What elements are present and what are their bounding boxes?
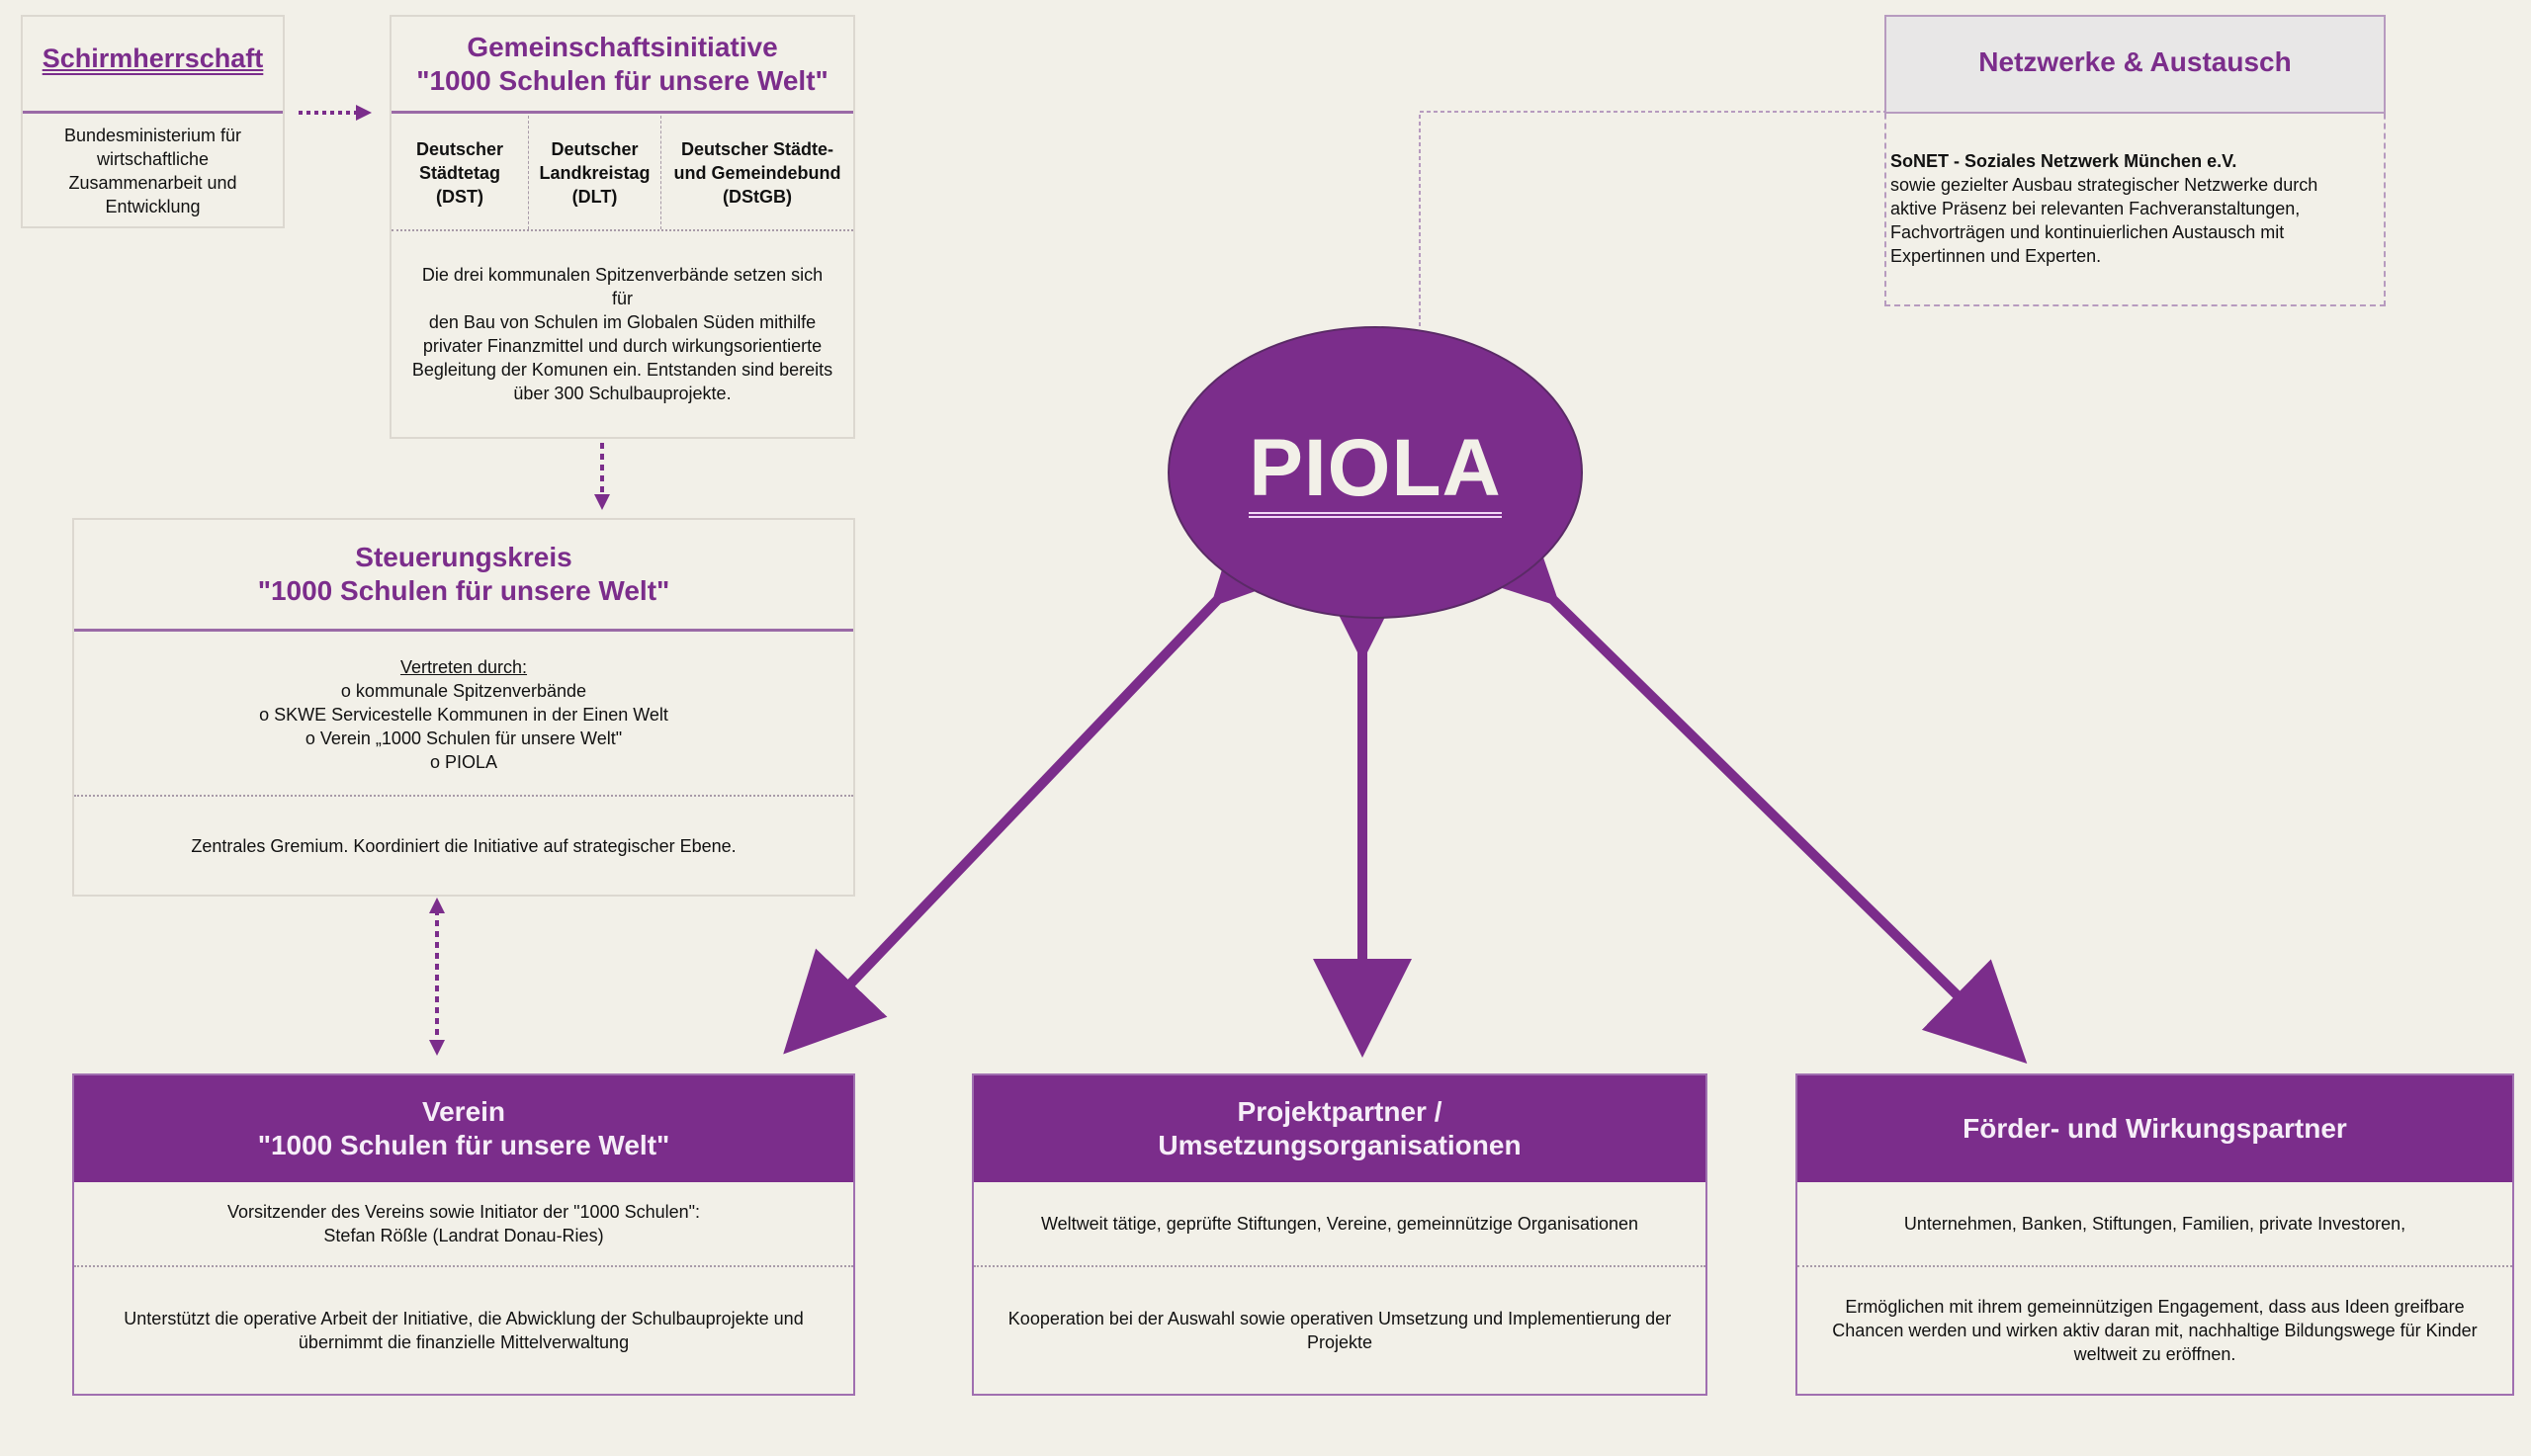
body-line: Unterstützt die operative Arbeit der Ini… — [124, 1309, 804, 1328]
body-line: wirtschaftliche — [96, 149, 210, 169]
represented-label: Vertreten durch: — [399, 657, 528, 677]
gemeinschaft-box: Gemeinschaftsinitiative "1000 Schulen fü… — [390, 15, 855, 439]
verein-section-1: Vorsitzender des Vereins sowie Initiator… — [74, 1182, 853, 1265]
member-line: Städtetag — [418, 162, 500, 183]
verein-header: Verein "1000 Schulen für unsere Welt" — [74, 1075, 853, 1182]
member-line: (DStGB) — [723, 186, 792, 207]
steuerungskreis-box: Steuerungskreis "1000 Schulen für unsere… — [72, 518, 855, 897]
body-line: Expertinnen und Experten. — [1890, 246, 2102, 266]
projektpartner-header: Projektpartner / Umsetzungsorganisatione… — [974, 1075, 1705, 1182]
arrow-piola-foerderpartner — [1454, 502, 2028, 1064]
member-line: Deutscher — [415, 138, 504, 159]
netzwerke-box: Netzwerke & Austausch SoNET - Soziales N… — [1884, 15, 2386, 306]
member-item: o kommunale Spitzenverbände — [340, 681, 587, 701]
foerderpartner-title: Förder- und Wirkungspartner — [1963, 1113, 2347, 1144]
body-line: Stefan Rößle (Landrat Donau-Ries) — [323, 1226, 604, 1245]
body-line: Weltweit tätige, geprüfte Stiftungen, Ve… — [1040, 1214, 1639, 1234]
arrow-piola-verein — [783, 501, 1315, 1055]
body-line: Vorsitzender des Vereins sowie Initiator… — [226, 1202, 701, 1222]
projektpartner-section-2: Kooperation bei der Auswahl sowie operat… — [974, 1265, 1705, 1394]
body-line: den Bau von Schulen im Globalen Süden mi… — [428, 312, 817, 332]
body-line: über 300 Schulbauprojekte. — [513, 384, 732, 403]
body-line: Entwicklung — [105, 197, 201, 216]
body-line: Begleitung der Komunen ein. Entstanden s… — [411, 360, 833, 380]
member-line: und Gemeindebund — [673, 162, 841, 183]
netzwerke-title: Netzwerke & Austausch — [1978, 46, 2292, 77]
schirmherrschaft-box: Schirmherrschaft Bundesministerium für w… — [21, 15, 285, 228]
schirmherrschaft-title: Schirmherrschaft — [42, 43, 264, 73]
connector-netzwerke — [1419, 111, 1884, 326]
steuerungskreis-header: Steuerungskreis "1000 Schulen für unsere… — [74, 520, 853, 632]
body-line: Ermöglichen mit ihrem gemeinnützigen Eng… — [1845, 1297, 2465, 1317]
member-item: o SKWE Servicestelle Kommunen in der Ein… — [259, 705, 668, 725]
gemeinschaft-header: Gemeinschaftsinitiative "1000 Schulen fü… — [392, 17, 853, 114]
foerderpartner-box: Förder- und Wirkungspartner Unternehmen,… — [1795, 1073, 2514, 1396]
body-line: aktive Präsenz bei relevanten Fachverans… — [1890, 199, 2301, 218]
body-line: Fachvorträgen und kontinuierlichen Austa… — [1890, 222, 2285, 242]
verein-box: Verein "1000 Schulen für unsere Welt" Vo… — [72, 1073, 855, 1396]
body-line: Unternehmen, Banken, Stiftungen, Familie… — [1903, 1214, 2406, 1234]
member-line: (DST) — [436, 186, 483, 207]
body-line: privater Finanzmittel und durch wirkungs… — [422, 336, 823, 356]
projektpartner-title-line2: Umsetzungsorganisationen — [1158, 1130, 1522, 1160]
steuerungskreis-body: Zentrales Gremium. Koordiniert die Initi… — [74, 795, 853, 895]
gemeinschaft-title-line1: Gemeinschaftsinitiative — [467, 31, 778, 62]
body-line: Zentrales Gremium. Koordiniert die Initi… — [191, 835, 737, 856]
steuerungskreis-members: Vertreten durch: o kommunale Spitzenverb… — [74, 635, 853, 795]
steuerungskreis-title-line1: Steuerungskreis — [355, 542, 572, 572]
body-line: Bundesministerium für — [63, 126, 242, 145]
member-item: o PIOLA — [429, 752, 498, 772]
member-line: Deutscher — [551, 138, 639, 159]
piola-ellipse: PIOLA — [1168, 326, 1583, 619]
netzwerke-body: SoNET - Soziales Netzwerk München e.V. s… — [1890, 149, 2374, 268]
schirmherrschaft-header: Schirmherrschaft — [23, 17, 283, 114]
member-line: Deutscher Städte- — [680, 138, 834, 159]
verein-title-line1: Verein — [421, 1096, 506, 1127]
member-dlt: Deutscher Landkreistag (DLT) — [529, 116, 661, 229]
netzwerke-org: SoNET - Soziales Netzwerk München e.V. — [1890, 151, 2237, 171]
foerderpartner-header: Förder- und Wirkungspartner — [1797, 1075, 2512, 1182]
body-line: sowie gezielter Ausbau strategischer Net… — [1890, 175, 2318, 195]
steuerungskreis-title-line2: "1000 Schulen für unsere Welt" — [257, 575, 670, 606]
projektpartner-section-1: Weltweit tätige, geprüfte Stiftungen, Ve… — [974, 1182, 1705, 1265]
body-line: übernimmt die finanzielle Mittelverwaltu… — [298, 1332, 630, 1352]
projektpartner-box: Projektpartner / Umsetzungsorganisatione… — [972, 1073, 1707, 1396]
body-line: Projekte — [1306, 1332, 1373, 1352]
projektpartner-title-line1: Projektpartner / — [1237, 1096, 1442, 1127]
body-line: Die drei kommunalen Spitzenverbände setz… — [421, 265, 824, 308]
netzwerke-header: Netzwerke & Austausch — [1884, 15, 2386, 114]
foerderpartner-section-2: Ermöglichen mit ihrem gemeinnützigen Eng… — [1797, 1265, 2512, 1394]
gemeinschaft-members: Deutscher Städtetag (DST) Deutscher Land… — [392, 116, 853, 231]
body-line: Kooperation bei der Auswahl sowie operat… — [1007, 1309, 1672, 1328]
member-dst: Deutscher Städtetag (DST) — [392, 116, 529, 229]
verein-title-line2: "1000 Schulen für unsere Welt" — [257, 1130, 670, 1160]
body-line: Chancen werden und wirken aktiv daran mi… — [1832, 1321, 2478, 1340]
body-line: Zusammenarbeit und — [68, 173, 237, 193]
verein-section-2: Unterstützt die operative Arbeit der Ini… — [74, 1265, 853, 1394]
piola-label: PIOLA — [1249, 427, 1502, 518]
gemeinschaft-title-line2: "1000 Schulen für unsere Welt" — [416, 64, 829, 96]
member-line: (DLT) — [571, 186, 618, 207]
member-item: o Verein „1000 Schulen für unsere Welt" — [305, 728, 623, 748]
member-dstgb: Deutscher Städte- und Gemeindebund (DStG… — [661, 116, 853, 229]
gemeinschaft-body: Die drei kommunalen Spitzenverbände setz… — [392, 231, 853, 437]
schirmherrschaft-body: Bundesministerium für wirtschaftliche Zu… — [23, 116, 283, 226]
foerderpartner-section-1: Unternehmen, Banken, Stiftungen, Familie… — [1797, 1182, 2512, 1265]
body-line: weltweit zu eröffnen. — [2073, 1344, 2236, 1364]
member-line: Landkreistag — [539, 162, 651, 183]
